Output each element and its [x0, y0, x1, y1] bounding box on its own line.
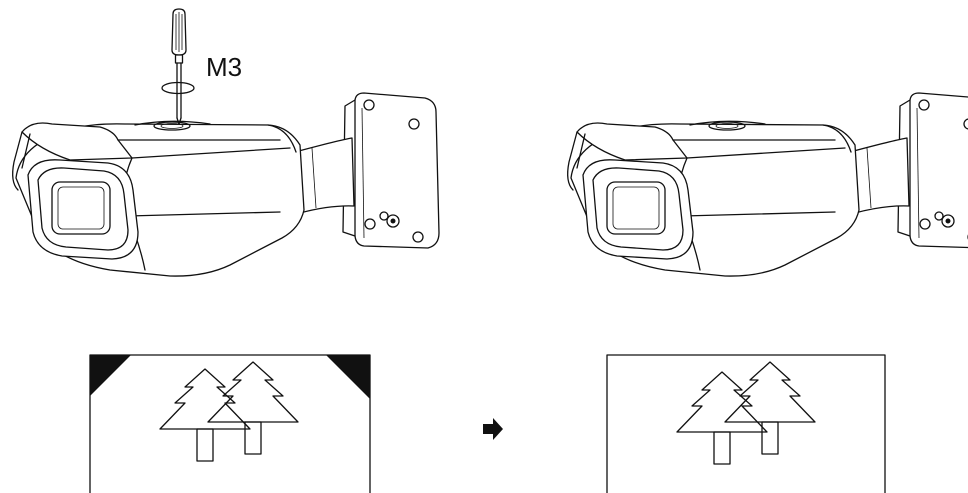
tree-icon — [207, 361, 299, 455]
vignette-corner-left — [90, 355, 131, 396]
view-after — [606, 354, 886, 493]
screw-label: M3 — [206, 52, 242, 82]
screwdriver-icon — [171, 8, 187, 125]
view-before — [89, 354, 371, 493]
tree-icon — [159, 368, 251, 462]
tree-icon — [724, 361, 816, 455]
tree-icon — [676, 371, 768, 465]
screw-washer — [161, 81, 195, 95]
camera-after — [567, 92, 968, 277]
vignette-corner-right — [326, 355, 370, 399]
camera-before — [12, 92, 440, 277]
right-arrow-icon — [483, 418, 503, 440]
